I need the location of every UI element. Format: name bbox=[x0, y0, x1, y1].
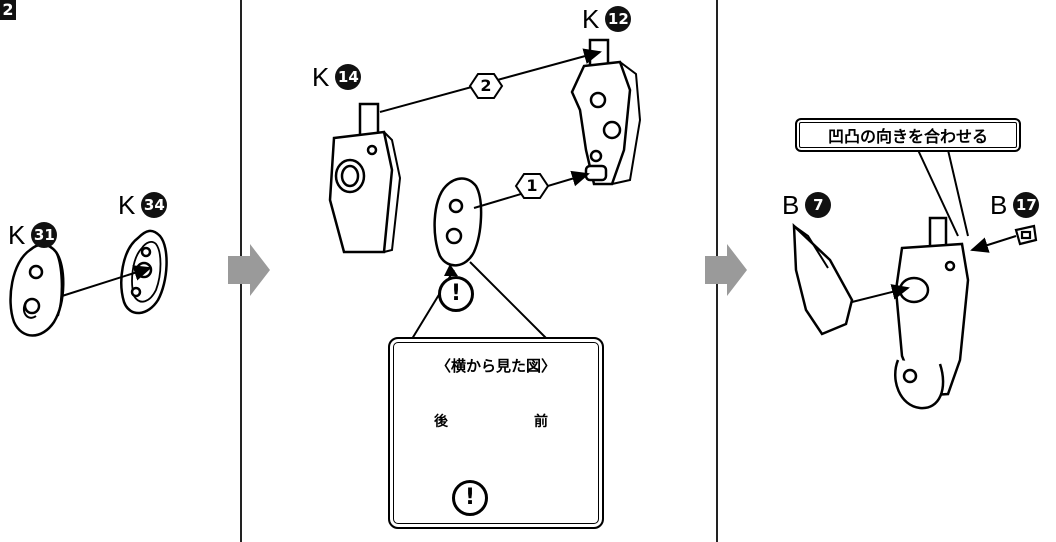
part-k31-drawing bbox=[9, 243, 65, 337]
label-letter: K bbox=[8, 220, 26, 250]
inset-warning-icon: ! bbox=[452, 480, 488, 516]
label-letter: K bbox=[312, 62, 330, 92]
label-k31: K 31 bbox=[8, 220, 58, 250]
part-number-badge: 12 bbox=[605, 6, 632, 32]
label-k34: K 34 bbox=[118, 190, 168, 220]
insert-arrow bbox=[61, 265, 152, 297]
insert-arrow-b17 bbox=[970, 235, 1017, 253]
label-letter: K bbox=[582, 4, 600, 34]
part-number-badge: 31 bbox=[31, 222, 58, 248]
part-number-badge: 34 bbox=[141, 192, 168, 218]
callout-align-direction: 凹凸の向きを合わせる bbox=[795, 118, 1021, 152]
part-number-badge: 17 bbox=[1013, 192, 1040, 218]
part-k12-drawing bbox=[570, 38, 642, 186]
front-label: 前 bbox=[534, 414, 548, 430]
order-hex-1 bbox=[514, 173, 550, 199]
back-label: 後 bbox=[434, 414, 448, 430]
label-k14: K 14 bbox=[312, 62, 362, 92]
callout-pointer bbox=[917, 149, 969, 237]
flow-arrow-icon bbox=[705, 244, 747, 296]
label-letter: B bbox=[782, 190, 800, 220]
insert-arrow-b7 bbox=[851, 284, 910, 303]
inset-title: 〈横から見た図〉 bbox=[435, 357, 556, 375]
label-letter: B bbox=[990, 190, 1008, 220]
label-k12: K 12 bbox=[582, 4, 632, 34]
warning-icon: ! bbox=[438, 276, 474, 312]
label-b7: B 7 bbox=[782, 190, 832, 220]
part-k31-inserted-drawing bbox=[433, 177, 483, 267]
order-hex-2 bbox=[468, 73, 504, 99]
flow-arrow-icon bbox=[228, 244, 270, 296]
order-number-1: 1 bbox=[526, 176, 538, 195]
part-b7-drawing bbox=[792, 222, 854, 336]
step-number-badge: 2 bbox=[0, 0, 16, 20]
part-b17-drawing bbox=[1014, 224, 1038, 246]
assembled-leg-drawing bbox=[893, 216, 970, 410]
part-k14-drawing bbox=[328, 102, 402, 254]
order-number-2: 2 bbox=[480, 76, 492, 95]
label-letter: K bbox=[118, 190, 136, 220]
part-k34-drawing bbox=[120, 229, 168, 315]
warning-pointer bbox=[444, 264, 458, 276]
side-view-inset: 〈横から見た図〉 後 前 bbox=[388, 337, 604, 529]
label-b17: B 17 bbox=[990, 190, 1040, 220]
part-number-badge: 14 bbox=[335, 64, 362, 90]
part-number-badge: 7 bbox=[805, 192, 832, 218]
